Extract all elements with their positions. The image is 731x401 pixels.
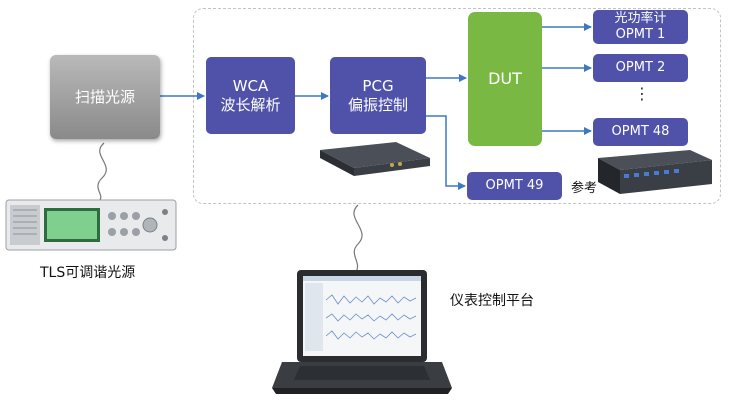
opmt-2-label: OPMT 2 [615,59,666,75]
tls-label: TLS可调谐光源 [40,265,136,281]
laptop-illustration [272,270,452,394]
cable-frame-to-laptop [353,204,363,273]
wca-title: WCA [232,76,269,95]
opmt-ellipsis: ⋮ [634,84,650,103]
opmt-1-block: 光功率计 OPMT 1 [593,10,688,44]
opmt-2-block: OPMT 2 [593,54,688,82]
opmt-49-label: OPMT 49 [485,177,544,193]
scan-light-source-label: 扫描光源 [74,87,135,106]
opm-array-device-illustration [598,150,712,194]
opmt-48-label: OPMT 48 [611,123,670,139]
platform-label: 仪表控制平台 [450,293,534,309]
dut-block: DUT [468,12,542,146]
arrow-pcg-to-opmt49 [426,115,466,190]
pcg-subtitle: 偏振控制 [347,95,408,114]
wca-block: WCA 波长解析 [206,57,295,134]
opmt-49-block: OPMT 49 [467,172,562,200]
cable-source-to-tls [97,142,107,201]
tls-instrument-illustration [5,199,177,251]
opmt-1-label: OPMT 1 [615,27,666,42]
wca-subtitle: 波长解析 [220,95,281,114]
pcg-device-illustration [320,142,430,176]
reference-label: 参考 [571,181,598,196]
dut-label: DUT [488,69,522,88]
opmt-1-title: 光功率计 [614,10,667,26]
system-boundary-frame [193,8,721,204]
scan-light-source-block: 扫描光源 [50,55,160,139]
pcg-title: PCG [362,76,394,95]
pcg-block: PCG 偏振控制 [330,57,426,134]
opmt-48-block: OPMT 48 [593,118,688,146]
